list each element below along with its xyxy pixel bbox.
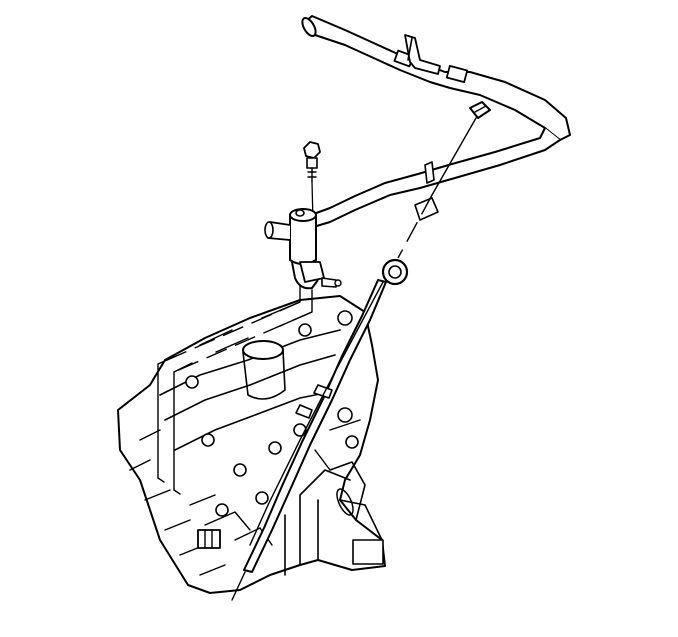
dipstick-tube bbox=[243, 258, 409, 573]
coolant-port bbox=[242, 340, 284, 360]
fitting-bracket bbox=[299, 261, 342, 288]
sensor bbox=[197, 529, 221, 549]
tube-bracket bbox=[404, 34, 441, 75]
oil-level-dipstick bbox=[249, 281, 384, 546]
heater-outlet-tube bbox=[301, 15, 571, 229]
tube-grommet bbox=[469, 101, 491, 119]
engine-block bbox=[117, 295, 386, 594]
tube-clip bbox=[414, 161, 439, 221]
bolt bbox=[303, 141, 321, 183]
assembly-reference-lines bbox=[157, 117, 477, 601]
mount-boss bbox=[352, 539, 384, 565]
